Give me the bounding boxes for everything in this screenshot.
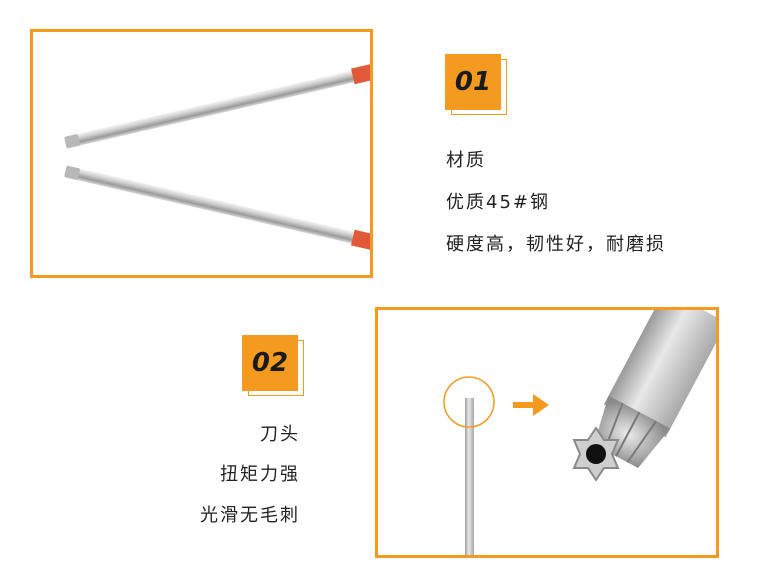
torx-socket [572,426,620,482]
tip-line1: 扭矩力强 [220,464,300,485]
material-heading: 材质 [446,150,486,171]
product-image-bits [30,29,373,278]
torx-bits-illustration [64,64,370,250]
arrow-right-icon [513,394,549,416]
product-image-tip [375,307,719,558]
badge-02-label: 02 [251,348,289,378]
material-line1: 优质45#钢 [446,192,550,213]
torx-tip-illustration [443,310,716,555]
badge-02: 02 [242,335,298,391]
tip-heading: 刀头 [260,424,300,445]
badge-01-label: 01 [454,67,492,97]
magnifier-circle-icon [443,376,495,428]
tip-line2: 光滑无毛刺 [200,505,300,526]
badge-01: 01 [445,54,501,110]
material-line2: 硬度高，韧性好，耐磨损 [446,234,666,255]
